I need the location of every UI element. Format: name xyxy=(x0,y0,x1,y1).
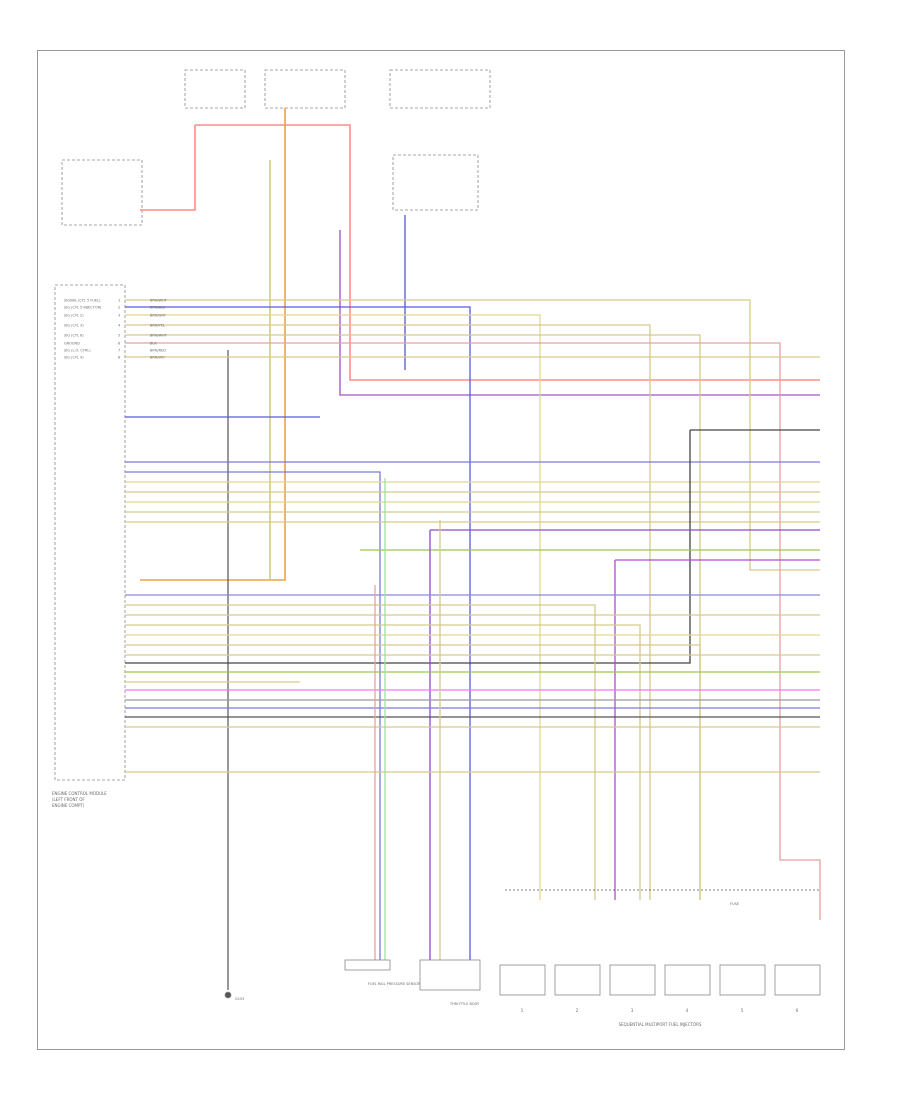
ground-point xyxy=(224,991,232,999)
ecm-title-line: (LEFT FRONT OF xyxy=(52,797,85,802)
relay-box xyxy=(392,154,479,211)
vertical-wires xyxy=(140,108,820,990)
ecm-pin-wire: BRN/VIO xyxy=(150,356,165,360)
ecm-connector xyxy=(54,284,126,781)
bottom-connectors xyxy=(224,959,481,999)
injector-1 xyxy=(499,964,546,996)
ecm-pin-number: 6 xyxy=(118,342,120,346)
ecm-pin-number: 4 xyxy=(118,324,121,328)
ecm-pin-wire: BRN/BLU xyxy=(150,306,166,310)
harness-wires xyxy=(125,299,821,960)
ecm-title-line: ENGINE CONTROL MODULE xyxy=(52,791,107,796)
injector-number: 4 xyxy=(686,1008,689,1013)
wire-orange-feed xyxy=(140,108,286,581)
component-label: G103 xyxy=(235,997,244,1001)
injector-number: 1 xyxy=(521,1008,524,1013)
ecm-pin-wire: BLK xyxy=(150,342,157,346)
fuse-block-3 xyxy=(389,69,491,109)
ecm-pin-number: 8 xyxy=(118,356,120,360)
ecm-relay xyxy=(61,159,143,226)
ecm-pin-label: SIG (CYL 4) xyxy=(64,356,84,360)
injector-2 xyxy=(554,964,601,996)
fuel-injectors xyxy=(499,889,821,996)
component-label: FUEL RAIL PRESSURE SENSOR xyxy=(368,982,421,986)
injector-number: 2 xyxy=(576,1008,579,1013)
injector-number: 5 xyxy=(741,1008,744,1013)
ecm-pin-wire: BRN/RED xyxy=(150,349,166,353)
ecm-title-line: ENGINE COMPT) xyxy=(52,803,85,808)
ecm-pin-label: SIG (CYL 3) xyxy=(64,324,84,328)
ecm-pin-wire: BRN/WHT xyxy=(150,299,168,303)
fuel-pressure-connector xyxy=(344,959,391,971)
ecm-pin-number: 3 xyxy=(118,314,120,318)
throttle-body-connector xyxy=(419,959,481,991)
top-components xyxy=(61,69,491,226)
injector-3 xyxy=(609,964,656,996)
ecm-pin-label: SIG (L.O. CTRL) xyxy=(64,349,91,353)
ecm-pin-number: 7 xyxy=(118,349,120,353)
ecm-box xyxy=(54,284,126,781)
injector-number: 6 xyxy=(796,1008,799,1013)
wire-red-main xyxy=(195,124,820,381)
wire-red-feed xyxy=(140,125,196,211)
wire-violet-main xyxy=(339,230,820,396)
ecm-pin-label: SIG (CYL 5 INJECTOR) xyxy=(64,306,102,310)
injector-6 xyxy=(774,964,821,996)
component-label: FUSE xyxy=(730,902,739,906)
ecm-pin-number: 2 xyxy=(118,306,120,310)
ecm-pin-label: SIG (CYL 2) xyxy=(64,314,84,318)
fuse-block-2 xyxy=(264,69,346,109)
ecm-pin-label: SIGNAL (CYL 5 FUEL) xyxy=(64,299,101,303)
injector-4 xyxy=(664,964,711,996)
ecm-pin-wire: BRN/WHT xyxy=(150,334,168,338)
injector-5 xyxy=(719,964,766,996)
ecm-pin-number: 1 xyxy=(118,299,120,303)
component-label: THROTTLE BODY xyxy=(449,1002,480,1006)
ecm-pin-label: SIG (CYL 6) xyxy=(64,334,84,338)
ecm-pin-label: GROUND xyxy=(64,342,80,346)
fuse-block-1 xyxy=(184,69,246,109)
diagram-border xyxy=(37,50,845,1050)
ecm-pin-wire: BRN/YEL xyxy=(150,324,165,328)
ecm-pin-number: 5 xyxy=(118,334,120,338)
ecm-pin-wire: BRN/GRY xyxy=(150,314,167,318)
injector-group-label: SEQUENTIAL MULTIPORT FUEL INJECTORS xyxy=(619,1022,702,1027)
injector-number: 3 xyxy=(631,1008,634,1013)
